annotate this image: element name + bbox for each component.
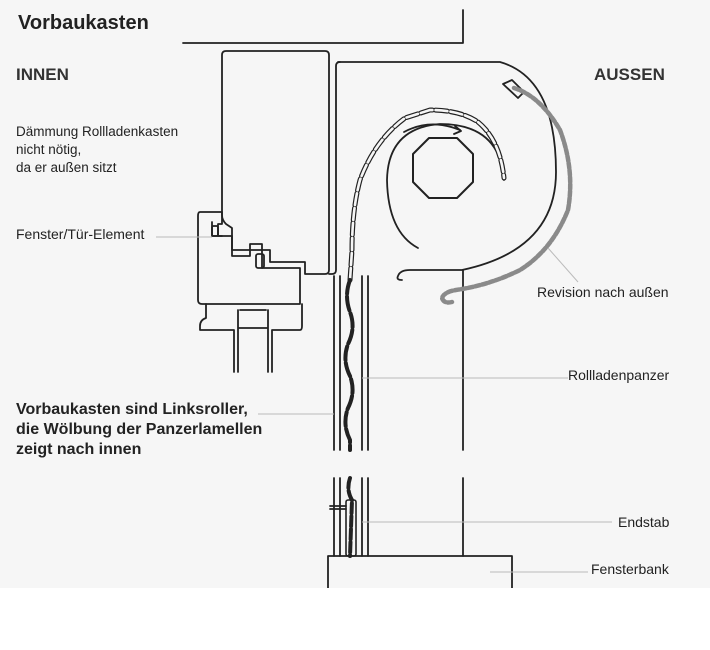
label-end-bar: Endstab [618, 514, 670, 530]
end-bar [345, 499, 357, 557]
label-window-sill: Fensterbank [591, 561, 669, 577]
inner-box-wall [221, 50, 330, 275]
guide-rail-left-lower [333, 477, 341, 557]
rotation-arrowhead [453, 125, 462, 135]
side-label-inside: INNEN [16, 65, 69, 84]
diagram-canvas: Vorbaukasten INNEN AUSSEN Dämmung Rollla… [16, 9, 670, 588]
revision-chain [439, 85, 573, 305]
side-label-outside: AUSSEN [594, 65, 665, 84]
curtain-spiral [386, 123, 505, 249]
outer-box-housing [337, 61, 557, 281]
window-sill [327, 555, 513, 588]
shutter-axle [412, 137, 474, 199]
window-seal-a [211, 225, 219, 237]
ceiling-line [182, 9, 464, 44]
window-lower-frame [199, 303, 303, 373]
rotation-arrow [403, 123, 461, 133]
curtain-slats-rail-lower [346, 476, 354, 558]
window-frame [197, 211, 301, 305]
end-bar-stopper [329, 505, 347, 510]
window-glass [237, 309, 269, 373]
cross-section-drawing [156, 9, 612, 588]
label-window-element: Fenster/Tür-Element [16, 226, 145, 242]
diagram-title: Vorbaukasten [18, 12, 149, 34]
guide-rail-right-lower [361, 477, 369, 557]
guide-rail-right [361, 275, 369, 451]
label-revision: Revision nach außen [537, 284, 669, 300]
outer-box-inner-wall [328, 61, 341, 275]
curtain-slats-rail [343, 278, 355, 452]
window-seal-b [255, 253, 265, 269]
guide-rail-left [333, 275, 341, 451]
label-left-roller-note: Vorbaukasten sind Linksroller, die Wölbu… [16, 401, 263, 458]
label-shutter-curtain: Rollladenpanzer [568, 367, 670, 383]
leader-revision [547, 247, 579, 283]
label-insulation-note: Dämmung Rollladenkasten nicht nötig, da … [16, 124, 179, 175]
drum-slats-inner [348, 108, 506, 282]
